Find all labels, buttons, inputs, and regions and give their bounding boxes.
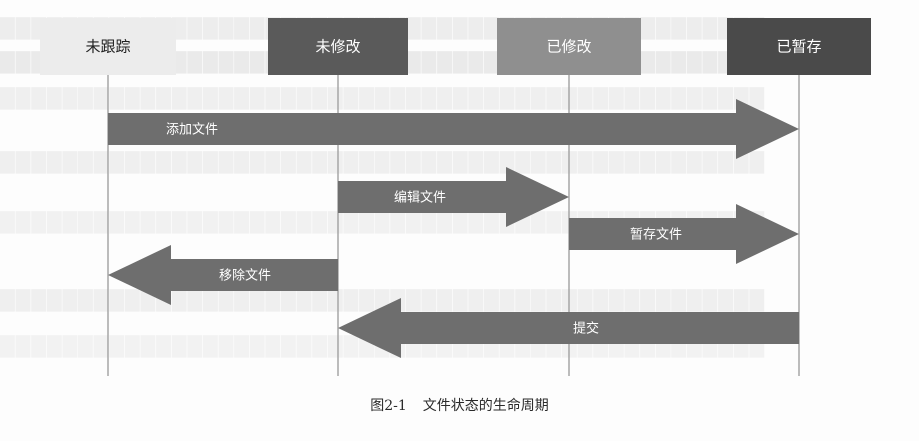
arrow-commit: 提交 xyxy=(338,298,799,358)
arrow-shape xyxy=(108,245,338,305)
state-unmodified: 未修改 xyxy=(268,18,408,75)
arrow-label: 暂存文件 xyxy=(630,228,682,243)
arrow-remove-file: 移除文件 xyxy=(108,245,338,305)
state-label: 未跟踪 xyxy=(85,38,130,56)
arrow-label: 添加文件 xyxy=(166,123,218,138)
state-modified: 已修改 xyxy=(497,18,641,75)
arrow-shape xyxy=(338,298,799,358)
state-box xyxy=(40,18,176,75)
bleed-through-line: ████████████████████████████████████████… xyxy=(0,88,765,110)
arrow-shape xyxy=(338,167,569,227)
bleed-through-line: ████████████████████████████████████████… xyxy=(0,290,765,312)
arrow-shape xyxy=(108,99,799,159)
state-staged: 已暂存 xyxy=(727,18,871,75)
state-box xyxy=(497,18,641,75)
state-label: 已暂存 xyxy=(776,38,821,56)
state-label: 未修改 xyxy=(315,38,360,56)
arrow-stage-file: 暂存文件 xyxy=(569,204,799,264)
arrow-label: 编辑文件 xyxy=(394,191,446,206)
arrow-shape xyxy=(569,204,799,264)
figure-number: 图2-1 xyxy=(370,398,407,414)
state-untracked: 未跟踪 xyxy=(40,18,176,75)
arrow-edit-file: 编辑文件 xyxy=(338,167,569,227)
state-box xyxy=(268,18,408,75)
arrow-label: 提交 xyxy=(573,321,599,337)
arrow-label: 移除文件 xyxy=(219,269,271,284)
arrow-add-file: 添加文件 xyxy=(108,99,799,159)
figure-title: 文件状态的生命周期 xyxy=(422,398,549,414)
bleed-through-line: ████████████████████████████████████████… xyxy=(0,152,765,174)
figure-caption: 图2-1 文件状态的生命周期 xyxy=(0,395,919,415)
state-label: 已修改 xyxy=(546,38,591,56)
state-box xyxy=(727,18,871,75)
